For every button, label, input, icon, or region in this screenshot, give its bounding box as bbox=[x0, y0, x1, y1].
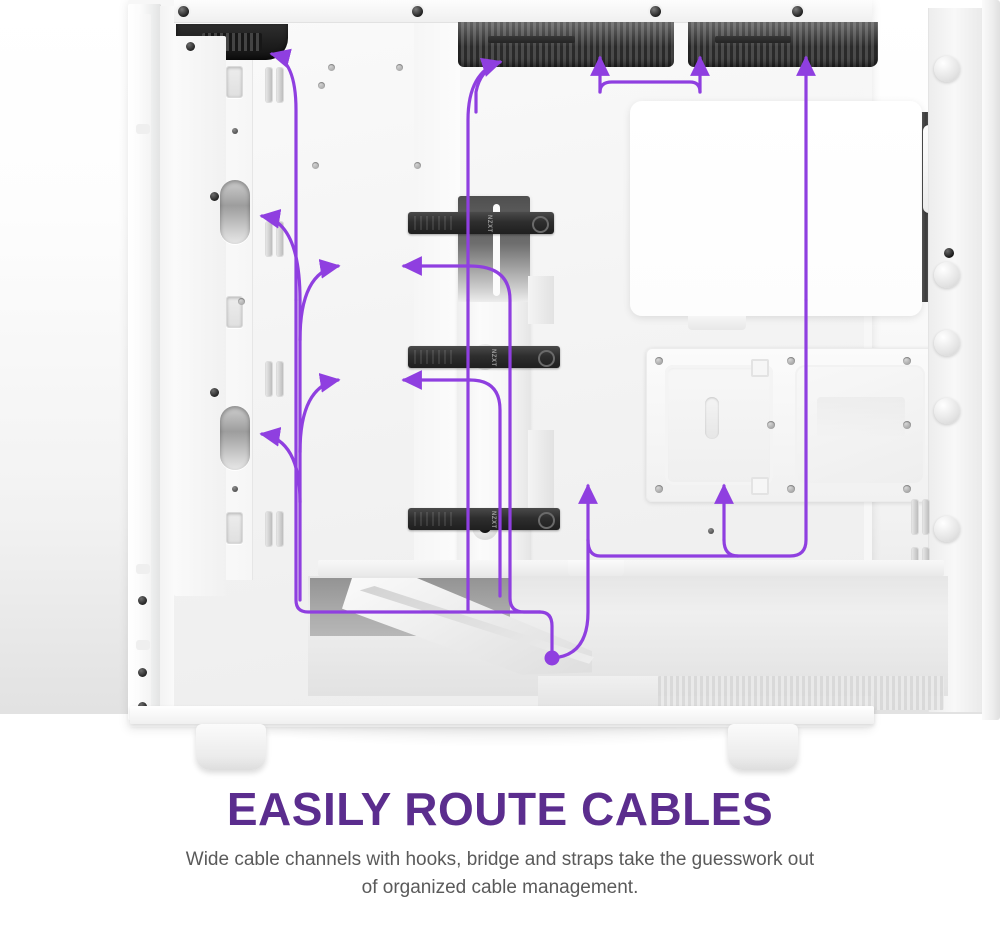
velcro-strap-top: NZXT bbox=[408, 212, 554, 234]
subtitle-line-2: of organized cable management. bbox=[361, 876, 639, 898]
strap-ribs bbox=[414, 512, 456, 526]
front-vertical-rail bbox=[414, 8, 460, 574]
tray-screw bbox=[903, 485, 911, 493]
panel-notch bbox=[136, 640, 150, 650]
tray-embossed-logo bbox=[817, 397, 905, 439]
panel-screw bbox=[138, 596, 147, 605]
tray-screw bbox=[787, 357, 795, 365]
strap-loop-icon bbox=[538, 350, 555, 367]
tray-screw bbox=[655, 485, 663, 493]
strap-ribs bbox=[414, 216, 456, 230]
top-screw bbox=[650, 6, 661, 17]
bottom-panel-plate bbox=[538, 676, 658, 710]
standoff-hole bbox=[396, 64, 403, 71]
left-wall-rail bbox=[174, 36, 226, 596]
panel-notch bbox=[136, 564, 150, 574]
bridge-side-wing bbox=[528, 276, 554, 324]
bridge-side-wing bbox=[528, 430, 554, 510]
tray-screw bbox=[787, 485, 795, 493]
top-screw bbox=[792, 6, 803, 17]
tray-clip bbox=[751, 359, 769, 377]
caption-block: EASILY ROUTE CABLES Wide cable channels … bbox=[0, 786, 1000, 901]
tray-screw bbox=[655, 357, 663, 365]
side-grommet-lower bbox=[220, 406, 250, 470]
velcro-strap-bottom: NZXT bbox=[408, 508, 560, 530]
strap-brand-label: NZXT bbox=[490, 511, 496, 529]
top-screw bbox=[412, 6, 423, 17]
tray-screw bbox=[903, 421, 911, 429]
mount-hole bbox=[232, 128, 238, 134]
wall-screw bbox=[210, 192, 219, 201]
wall-screw bbox=[186, 42, 195, 51]
panel-bottom-tab bbox=[688, 316, 746, 330]
strap-loop-icon bbox=[532, 216, 549, 233]
cable-hook-pair bbox=[910, 500, 932, 534]
case-top-bar bbox=[174, 0, 872, 23]
panel-standoff bbox=[934, 398, 960, 424]
top-screw bbox=[178, 6, 189, 17]
tray-cutout-left bbox=[665, 365, 773, 485]
standoff-hole bbox=[238, 298, 245, 305]
panel-standoff bbox=[934, 56, 960, 82]
panel-screw bbox=[944, 248, 954, 258]
cable-slot bbox=[226, 512, 243, 544]
rear-cable-tray bbox=[646, 348, 946, 502]
studio-floor bbox=[0, 714, 1000, 794]
panel-screw bbox=[138, 668, 147, 677]
side-grommet-upper bbox=[220, 180, 250, 244]
left-side-panel-edge bbox=[128, 4, 161, 720]
case-foot-left bbox=[196, 724, 266, 770]
case-base-plate bbox=[130, 706, 874, 724]
standoff-hole bbox=[328, 64, 335, 71]
tray-pill-boss bbox=[705, 397, 719, 439]
caption-subtitle: Wide cable channels with hooks, bridge a… bbox=[75, 846, 925, 901]
left-panel-shoulder bbox=[160, 6, 174, 710]
top-vent-left bbox=[458, 22, 674, 67]
panel-standoff bbox=[934, 262, 960, 288]
mount-hole bbox=[232, 486, 238, 492]
cable-hook-pair bbox=[264, 222, 286, 256]
right-panel-edge bbox=[982, 0, 1000, 720]
subtitle-line-1: Wide cable channels with hooks, bridge a… bbox=[185, 849, 815, 870]
pc-case: NZXT NZXT NZXT NZXT bbox=[128, 0, 1000, 727]
top-vent-right bbox=[688, 22, 878, 67]
velcro-strap-middle: NZXT bbox=[408, 346, 560, 368]
tray-screw bbox=[767, 421, 775, 429]
strap-brand-label: NZXT bbox=[490, 349, 496, 367]
tray-clip bbox=[751, 477, 769, 495]
panel-notch bbox=[136, 124, 150, 134]
standoff-hole bbox=[414, 162, 421, 169]
page-title: EASILY ROUTE CABLES bbox=[226, 783, 774, 835]
strap-ribs bbox=[414, 350, 456, 364]
wall-screw bbox=[210, 388, 219, 397]
standoff-hole bbox=[312, 162, 319, 169]
case-foot-right bbox=[728, 724, 798, 770]
cable-hook-pair bbox=[264, 512, 286, 546]
cable-slot bbox=[226, 66, 243, 98]
standoff-hole bbox=[318, 82, 325, 89]
psu-shroud-top bbox=[318, 560, 944, 576]
mount-hole bbox=[708, 528, 714, 534]
panel-standoff bbox=[934, 516, 960, 542]
strap-loop-icon bbox=[538, 512, 555, 529]
panel-inner-strip bbox=[136, 14, 151, 714]
bottom-dust-filter bbox=[658, 676, 944, 710]
cable-hook-pair bbox=[264, 68, 286, 102]
panel-standoff bbox=[934, 330, 960, 356]
cable-hook-pair bbox=[264, 362, 286, 396]
strap-brand-label: NZXT bbox=[486, 215, 492, 233]
upper-mounting-panel bbox=[630, 101, 922, 316]
tray-screw bbox=[903, 357, 911, 365]
